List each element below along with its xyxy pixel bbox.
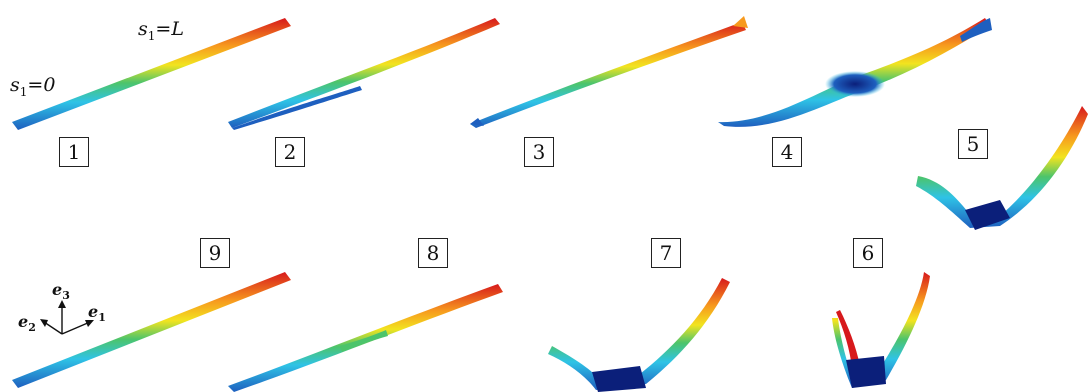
- end-var: s: [138, 18, 148, 40]
- e3-axis-label: e3: [52, 280, 70, 302]
- frame-label-9: 9: [200, 238, 230, 268]
- ribbon-frame-2: [228, 18, 500, 130]
- start-rest: =0: [27, 74, 55, 96]
- e2-axis-arrow: [44, 322, 62, 334]
- start-end-label: s1=0: [10, 74, 55, 99]
- ribbon-frame-8: [228, 284, 503, 392]
- ribbon-frame-7: [548, 278, 730, 392]
- frame-label-7: 7: [651, 238, 681, 268]
- end-end-label: s1=L: [138, 18, 184, 43]
- e1-axis-label: e1: [88, 302, 106, 324]
- frame-label-8: 8: [418, 238, 448, 268]
- start-var: s: [10, 74, 20, 96]
- ribbon-frame-6: [832, 272, 930, 388]
- frame-label-2: 2: [275, 137, 305, 167]
- ribbon-frame-5: [916, 106, 1088, 230]
- axes-triad: [40, 300, 94, 334]
- frame-label-5: 5: [958, 129, 988, 159]
- frame-label-4: 4: [772, 137, 802, 167]
- frame-label-1: 1: [59, 137, 89, 167]
- e1-axis-arrow: [62, 322, 90, 334]
- e2-axis-label: e2: [18, 312, 36, 334]
- ribbon-frame-4: [718, 18, 992, 127]
- end-rest: =L: [155, 18, 184, 40]
- ribbon-frame-3: [470, 16, 748, 128]
- frame-label-3: 3: [524, 137, 554, 167]
- frame-label-6: 6: [853, 238, 883, 268]
